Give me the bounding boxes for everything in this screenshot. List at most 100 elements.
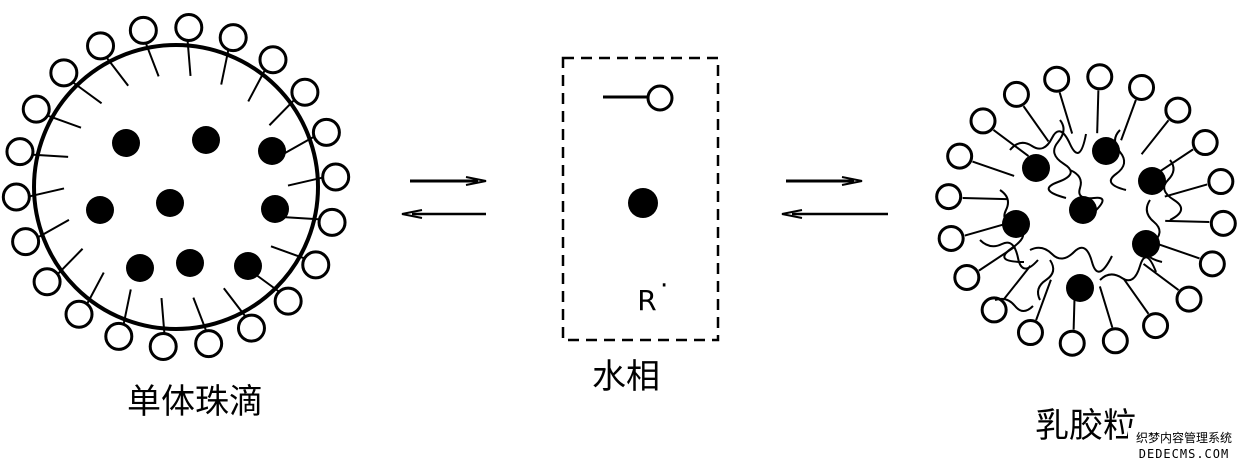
monomer-molecule [1022, 154, 1050, 182]
emulsifier-head [1058, 329, 1086, 357]
emulsifier-head [194, 329, 224, 359]
emulsifier-head [174, 13, 204, 43]
emulsifier-head [32, 267, 62, 297]
polymer-chain [1163, 159, 1182, 221]
emulsifier-head [236, 313, 266, 343]
monomer-molecule [1132, 230, 1160, 258]
emulsifier-head [980, 296, 1008, 324]
emulsifier-head [64, 299, 94, 329]
monomer-molecule [1092, 137, 1120, 165]
reverse-arrow-head [401, 209, 423, 219]
emulsifier-head [1175, 285, 1203, 313]
equilibrium-arrows-left [401, 176, 487, 219]
latex-emulsifier-molecules [935, 63, 1237, 357]
emulsifier-tail [1156, 148, 1194, 175]
latex-particle-label: 乳胶粒 [1035, 406, 1137, 446]
emulsifier-tail [247, 70, 266, 102]
monomer-molecule [1138, 167, 1166, 195]
monomer-molecule [258, 137, 286, 165]
emulsifier-tail [964, 222, 1008, 237]
monomer-molecule [1069, 196, 1097, 224]
polymer-chain [1009, 130, 1087, 154]
emulsifier-head [128, 15, 158, 45]
watermark-line-2: DEDECMS.COM [1139, 447, 1229, 461]
emulsifier-tail [972, 160, 1015, 177]
emulsifier-head [1191, 129, 1219, 157]
forward-arrow-head [841, 176, 863, 186]
polymer-chain [1037, 259, 1055, 301]
emulsifier-tail [287, 176, 322, 187]
emulsifier-tail [57, 248, 84, 275]
monomer-molecule [1066, 274, 1094, 302]
emulsifier-head [937, 224, 965, 252]
emulsifier-head [953, 263, 981, 291]
emulsifier-head [321, 162, 351, 192]
watermark-line-1: 织梦内容管理系统 [1136, 430, 1232, 445]
emulsifier-head [946, 142, 974, 170]
radical-dot: · [660, 271, 668, 301]
emulsifier-head [1164, 96, 1192, 124]
emulsifier-tail [192, 297, 207, 331]
emulsifier-head [218, 23, 248, 53]
polymer-chain [1047, 119, 1072, 199]
emulsifier-tail [160, 297, 166, 333]
emulsifier-tail [1164, 183, 1208, 198]
emulsifier-head [935, 183, 963, 211]
emulsifier-tail [1165, 219, 1210, 224]
monomer-molecule [234, 252, 262, 280]
emulsifier-head [317, 207, 347, 237]
emulsifier-tail [1122, 277, 1150, 315]
watermark-background [1128, 428, 1240, 464]
emulsifier-tail [1142, 263, 1180, 291]
emulsifier-head [1101, 327, 1129, 355]
polymer-chain [994, 297, 1034, 312]
emulsifier-head [1142, 312, 1170, 340]
emulsifier-tail [282, 136, 314, 155]
emulsifier-head [1043, 65, 1071, 93]
emulsifier-head [646, 84, 674, 112]
reverse-arrow-head [781, 209, 803, 219]
emulsifier-head [1207, 168, 1235, 196]
emulsifier-head [148, 331, 178, 361]
emulsifier-head [1128, 73, 1156, 101]
emulsifier-tail [220, 50, 230, 85]
emulsifier-head [290, 77, 320, 107]
emulsifier-head [258, 45, 288, 75]
emulsifier-tail [223, 287, 246, 317]
emulsifier-head [1002, 80, 1030, 108]
emulsifier-head [5, 137, 35, 167]
monomer-molecule [126, 254, 154, 282]
emulsifier-tail [1002, 265, 1032, 301]
emulsifier-head [1, 182, 31, 212]
monomer-molecule [176, 249, 204, 277]
aqueous-phase-boundary [561, 56, 720, 342]
emulsifier-tail [186, 41, 192, 77]
monomer-molecule [628, 188, 658, 218]
droplet-monomer-molecules [86, 126, 289, 282]
monomer-molecule [261, 195, 289, 223]
emulsifier-head [11, 227, 41, 257]
emulsifier-head [311, 117, 341, 147]
emulsifier-head [104, 321, 134, 351]
emulsifier-head [1209, 209, 1237, 237]
droplet-emulsifier-molecules [1, 13, 351, 361]
monomer-droplet-label: 单体珠滴 [127, 382, 263, 422]
aqueous-phase: R · [561, 56, 720, 342]
emulsifier-head [1086, 63, 1114, 91]
emulsifier-tail [73, 82, 103, 105]
emulsifier-tail [38, 219, 70, 238]
emulsifier-head [969, 107, 997, 135]
emulsifier-tail [145, 43, 160, 77]
emulsifier-tail [962, 196, 1007, 201]
emulsifier-tail [30, 187, 65, 198]
emulsifier-tail [268, 99, 295, 126]
forward-arrow-head [465, 176, 487, 186]
emulsifier-tail [1096, 90, 1100, 134]
emulsifier-tail [992, 129, 1030, 157]
emulsifier-tail [1058, 92, 1074, 134]
emulsifier-tail [106, 57, 129, 87]
emulsifier-head [21, 94, 51, 124]
latex-monomer-molecules [1002, 137, 1166, 302]
emulsifier-tail [1140, 119, 1170, 155]
monomer-droplet [1, 13, 351, 361]
